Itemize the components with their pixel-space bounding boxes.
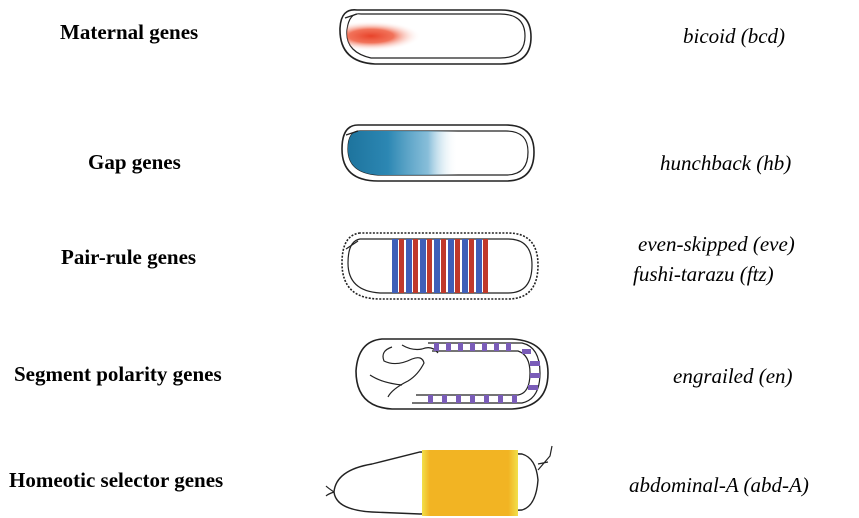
gene-even-skipped: even-skipped (eve) — [638, 232, 795, 257]
gene-fushi-tarazu: fushi-tarazu (ftz) — [633, 262, 774, 287]
embryo-segment-polarity — [352, 335, 552, 413]
label-gap-genes: Gap genes — [88, 150, 181, 175]
label-homeotic-selector-genes: Homeotic selector genes — [9, 468, 223, 493]
embryo-homeotic — [322, 440, 562, 518]
gene-engrailed: engrailed (en) — [673, 364, 793, 389]
abd-a-band — [422, 450, 518, 516]
label-pair-rule-genes: Pair-rule genes — [61, 245, 196, 270]
embryo-pair-rule — [340, 225, 540, 305]
gene-hunchback: hunchback (hb) — [660, 151, 791, 176]
label-maternal-genes: Maternal genes — [60, 20, 198, 45]
gene-abdominal-a: abdominal-A (abd-A) — [629, 473, 809, 498]
embryo-gap — [338, 121, 538, 183]
embryo-maternal — [335, 6, 535, 66]
label-segment-polarity-genes: Segment polarity genes — [14, 362, 222, 387]
gene-bicoid: bicoid (bcd) — [683, 24, 785, 49]
